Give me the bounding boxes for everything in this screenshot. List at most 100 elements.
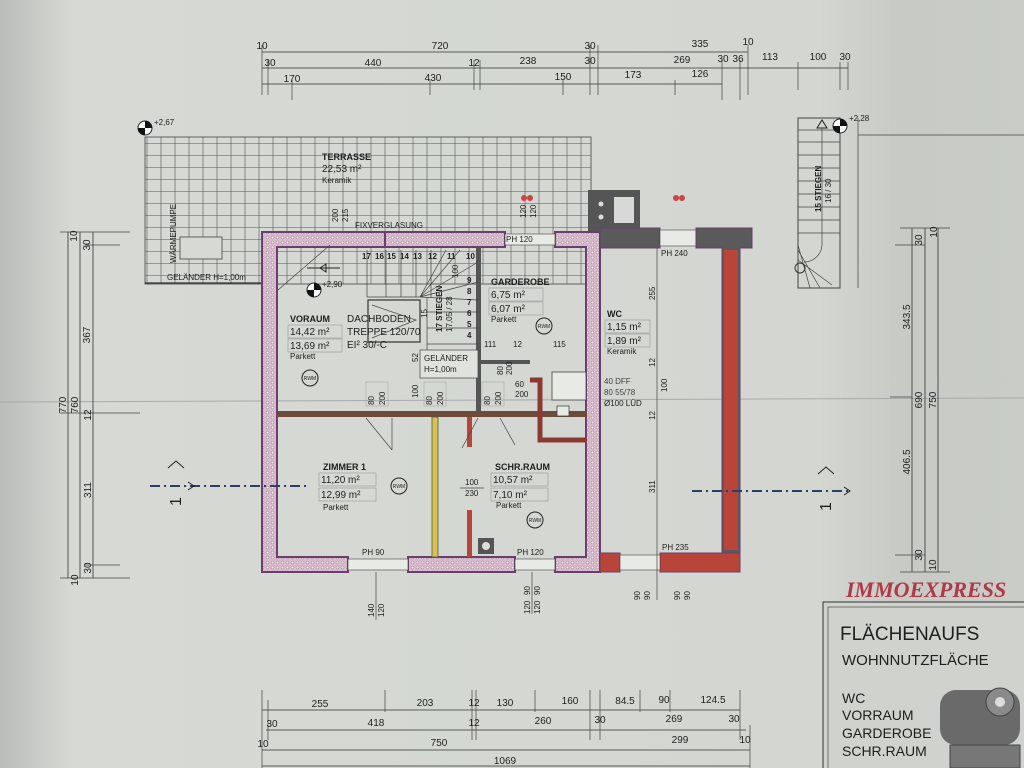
step-number: 9 [467,276,472,285]
dimension-label: 12 [83,409,94,421]
dim-311: 311 [648,480,657,493]
dimension-label: 30 [728,714,740,725]
dim-52: 52 [411,353,420,362]
dimension-label: 100 [810,52,827,63]
label-dff-size: 80 55/78 [604,388,636,397]
red-marker [521,195,685,201]
step-number: 15 [387,252,396,261]
dimension-label: 406.5 [902,449,913,474]
dimension-label: 36 [732,54,744,65]
window-schrraum [514,558,556,571]
toilet [556,405,570,417]
window-zimmer [347,558,409,571]
dimension-label: 10 [739,735,751,746]
title-item: VORRAUM [842,707,914,723]
dimension-label: 30 [594,715,606,726]
dimension-label: 760 [70,396,81,413]
dimension-label: 10 [69,230,80,242]
room-name: SCHR.RAUM [495,462,550,472]
rwm-icon: RWM [535,317,553,335]
dimension-label: 124.5 [700,695,725,706]
title-item: GARDEROBE [842,725,931,741]
title-subheading: WOHNNUTZFLÄCHE [842,652,989,669]
dimension-label: 90 [658,695,670,706]
room-floor: Parkett [496,501,522,510]
dim-100-top: 100 [451,264,460,278]
step-number: 5 [467,320,472,329]
svg-text:200: 200 [494,391,503,405]
dimension-label: 238 [520,56,537,67]
side-dimensions [60,227,950,579]
dimension-label: 30 [839,52,851,63]
step-numbers-side: 9 8 7 6 5 4 [467,276,472,340]
step-number: 7 [467,298,472,307]
interior-walls [277,247,587,558]
room-voraum: VORAUM 14,42 m² 13,69 m² Parkett [287,314,343,361]
room-name: ZIMMER 1 [323,462,366,472]
svg-text:120: 120 [377,603,386,617]
svg-text:90: 90 [633,591,642,600]
room-name: GARDEROBE [491,277,550,287]
room-area-2: 13,69 m² [290,341,330,352]
dimension-label: 10 [257,739,269,750]
level-marker-voraum: +2,90 [277,244,343,298]
label-dachboden-fire-rating: EI² 30/-C [347,340,387,351]
svg-text:200: 200 [515,390,529,399]
room-floor: Parkett [290,352,316,361]
dim-12: 12 [513,340,522,349]
dimension-label: 12 [468,698,480,709]
dimension-label: 30 [264,58,276,69]
label-dachboden: DACHBODEN [347,314,411,325]
chimney [588,190,640,234]
dim-111: 111 [484,340,497,349]
room-floor: Parkett [323,503,349,512]
label-stiegen-inner: 17 STIEGEN [435,286,444,332]
level-marker-terrace: +2,67 [137,118,175,136]
dimension-label: 269 [666,714,683,725]
step-number: 4 [467,331,472,340]
interior-stairs [307,249,479,379]
window-dim-120a: 120 [519,204,528,218]
label-waermepumpe: WÄRMEPUMPE [169,204,178,263]
dimension-label: 203 [417,698,434,709]
svg-text:80: 80 [483,396,492,405]
svg-text:RWM: RWM [529,518,541,524]
title-item: WC [842,690,865,706]
svg-text:200: 200 [505,361,514,375]
dimension-label: 367 [82,326,93,343]
dimension-label: 10 [742,37,754,48]
room-area-terrasse: 22,53 m² [322,164,362,175]
room-area-1: 6,75 m² [491,290,526,301]
window-dim-215: 215 [341,208,350,222]
svg-text:100: 100 [465,478,479,487]
label-stiegen-outer-ratio: 16 / 30 [824,178,833,203]
label-gelaender-stair: GELÄNDER [424,354,468,363]
svg-text:90: 90 [643,591,652,600]
level-terrace: +2,67 [154,118,175,127]
svg-text:RWM: RWM [393,484,405,490]
step-number: 10 [466,252,475,261]
label-stiegen-inner-ratio: 17,05 / 28 [445,296,454,332]
step-number: 6 [467,309,472,318]
label-stiegen-outer: 15 STIEGEN [814,166,823,212]
dimension-label: 173 [625,70,642,81]
svg-text:230: 230 [465,489,479,498]
room-name: VORAUM [290,314,330,324]
step-number: 8 [467,287,472,296]
dimension-label: 126 [692,69,709,80]
dimension-label: 440 [365,58,382,69]
dimension-label: 30 [914,549,925,561]
title-heading: FLÄCHENAUFS [840,624,979,645]
svg-text:200: 200 [378,391,387,405]
dimension-label: 335 [692,39,709,50]
dimension-label: 269 [674,55,691,66]
room-floor: Parkett [491,315,517,324]
label-dachboden-treppe: TREPPE 120/70 [347,327,421,338]
paper-fold [0,397,1024,403]
dimension-label: 84.5 [615,696,635,707]
